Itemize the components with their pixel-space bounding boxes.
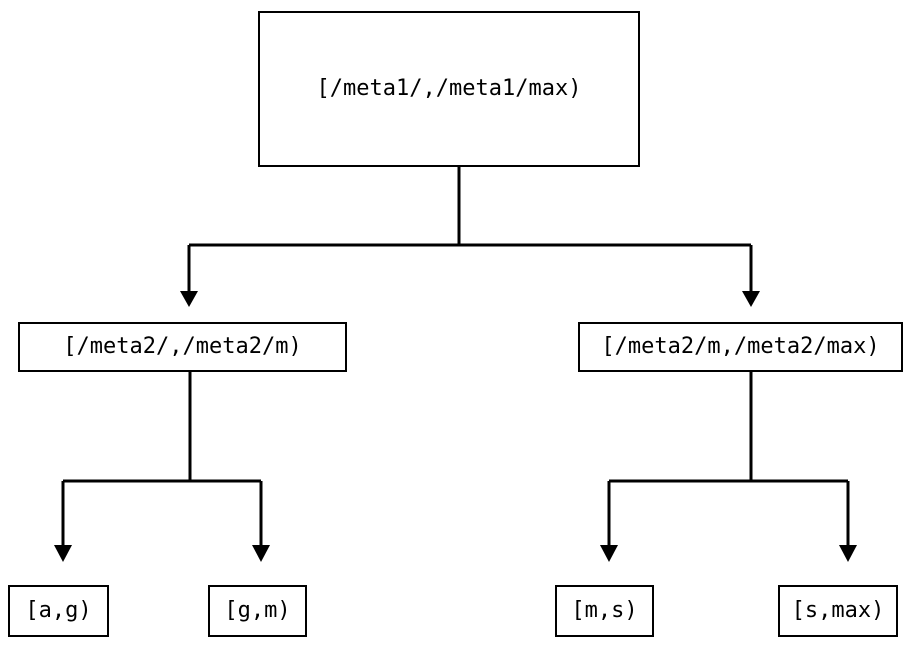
edge-mid-left-to-leaves-group (54, 372, 270, 562)
tree-node-leaf-4[interactable]: [s,max) (778, 585, 898, 637)
tree-node-leaf-3-label: [m,s) (571, 598, 638, 623)
tree-node-leaf-3[interactable]: [m,s) (555, 585, 654, 637)
tree-node-mid-right[interactable]: [/meta2/m,/meta2/max) (578, 322, 903, 372)
tree-node-leaf-1-label: [a,g) (25, 598, 92, 623)
tree-node-mid-left-label: [/meta2/,/meta2/m) (63, 334, 302, 359)
arrowhead-to-mid-left (180, 291, 198, 307)
arrowhead-to-leaf-1 (54, 545, 72, 562)
tree-node-leaf-1[interactable]: [a,g) (8, 585, 109, 637)
tree-node-leaf-4-label: [s,max) (791, 598, 885, 623)
arrowhead-to-leaf-4 (839, 545, 857, 562)
tree-node-leaf-2-label: [g,m) (224, 598, 291, 623)
edge-mid-right-to-leaves-group (600, 372, 857, 562)
edge-root-to-mid-group (180, 167, 760, 307)
tree-node-root[interactable]: [/meta1/,/meta1/max) (258, 11, 640, 167)
tree-node-leaf-2[interactable]: [g,m) (208, 585, 307, 637)
tree-node-mid-right-label: [/meta2/m,/meta2/max) (601, 334, 880, 359)
tree-node-mid-left[interactable]: [/meta2/,/meta2/m) (18, 322, 347, 372)
arrowhead-to-mid-right (742, 291, 760, 307)
tree-node-root-label: [/meta1/,/meta1/max) (316, 76, 582, 101)
arrowhead-to-leaf-3 (600, 545, 618, 562)
arrowhead-to-leaf-2 (252, 545, 270, 562)
